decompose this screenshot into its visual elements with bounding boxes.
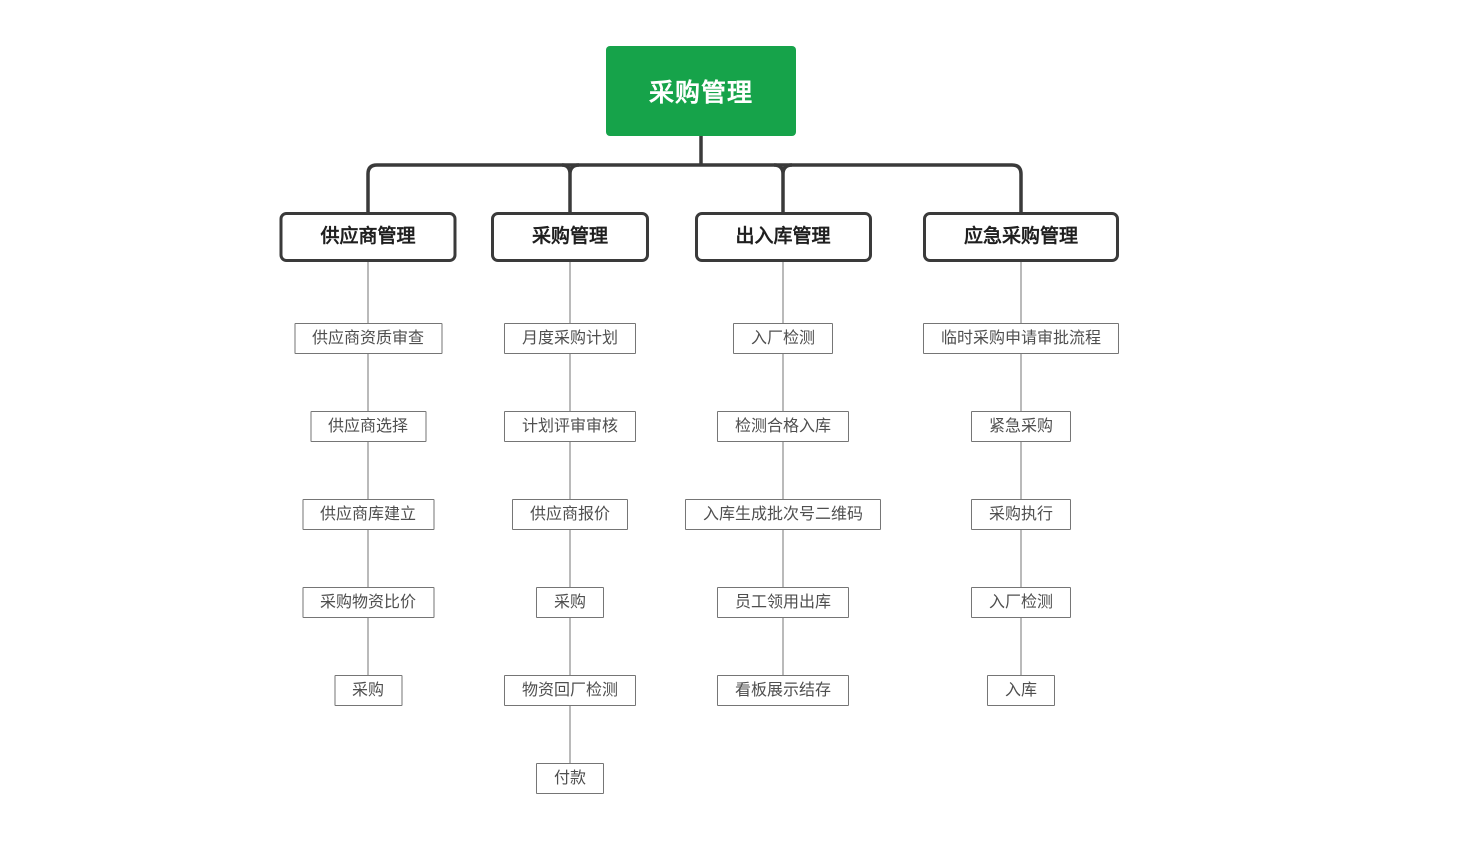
branch-header: 供应商管理	[279, 212, 457, 262]
node: 采购执行	[970, 499, 1072, 530]
node: 采购	[535, 587, 605, 618]
branch-column-supplier-management: 供应商管理 供应商资质审查 供应商选择 供应商库建立 采购物资比价 采购	[279, 212, 457, 706]
node: 入库生成批次号二维码	[684, 499, 882, 530]
branch-header: 采购管理	[490, 212, 650, 262]
node: 付款	[535, 763, 605, 794]
node: 入厂检测	[970, 587, 1072, 618]
branch-drop-line-2	[561, 163, 580, 212]
node: 供应商资质审查	[293, 323, 443, 354]
node: 物资回厂检测	[503, 675, 637, 706]
branch-column-warehouse-management: 出入库管理 入厂检测 检测合格入库 入库生成批次号二维码 员工领用出库 看板展示…	[684, 212, 882, 706]
node: 供应商库建立	[301, 499, 435, 530]
node: 员工领用出库	[716, 587, 850, 618]
node: 月度采购计划	[503, 323, 637, 354]
root-node: 采购管理	[606, 46, 796, 136]
branch-drop-line-3	[773, 163, 793, 212]
branch-bus-line	[366, 163, 1023, 212]
branch-header: 出入库管理	[694, 212, 872, 262]
node: 入厂检测	[732, 323, 834, 354]
branch-column-procurement-management: 采购管理 月度采购计划 计划评审审核 供应商报价 采购 物资回厂检测 付款	[490, 212, 650, 794]
node: 供应商报价	[511, 499, 629, 530]
node: 看板展示结存	[716, 675, 850, 706]
node: 检测合格入库	[716, 411, 850, 442]
node: 供应商选择	[309, 411, 427, 442]
branch-column-emergency-procurement: 应急采购管理 临时采购申请审批流程 紧急采购 采购执行 入厂检测 入库	[922, 212, 1120, 706]
node: 采购	[333, 675, 403, 706]
node: 采购物资比价	[301, 587, 435, 618]
branch-header: 应急采购管理	[922, 212, 1120, 262]
node: 入库	[986, 675, 1056, 706]
node: 紧急采购	[970, 411, 1072, 442]
node: 计划评审审核	[503, 411, 637, 442]
node: 临时采购申请审批流程	[922, 323, 1120, 354]
